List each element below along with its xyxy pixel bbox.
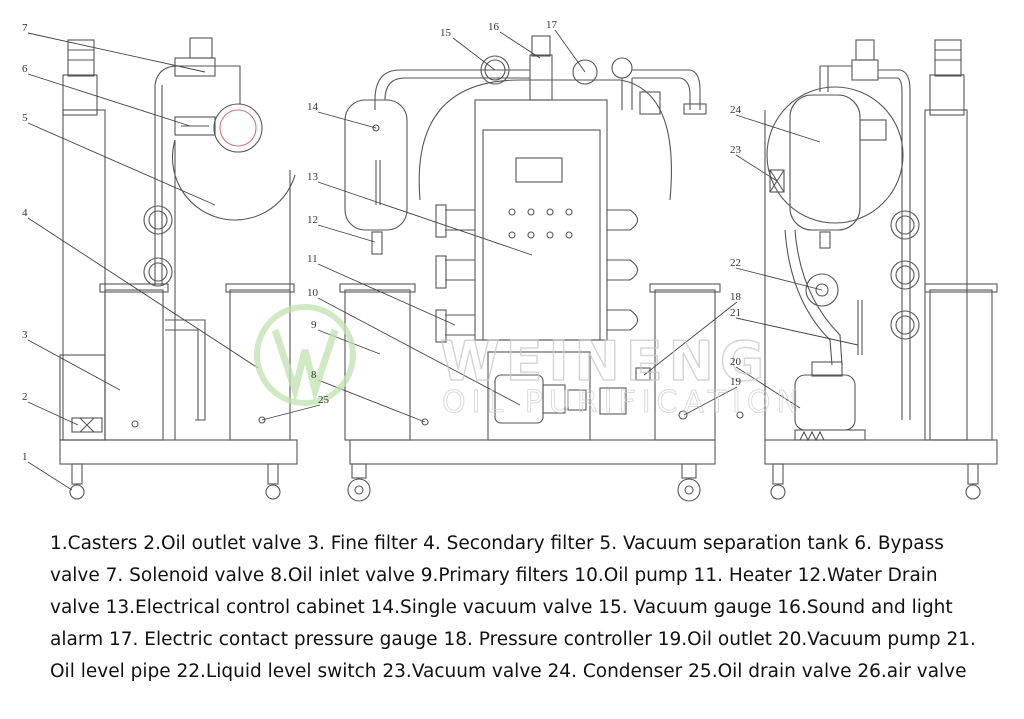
- leader-lines: [27, 29, 859, 491]
- callout-21: 21: [730, 307, 741, 319]
- callout-17: 17: [546, 19, 558, 31]
- right-view: [736, 39, 998, 500]
- callout-18: 18: [730, 291, 742, 303]
- callout-23: 23: [730, 144, 742, 156]
- callout-11: 11: [307, 253, 318, 265]
- callout-22: 22: [730, 257, 741, 269]
- callout-12: 12: [307, 214, 318, 226]
- callout-labels: 1 2 3 4 5 6 7 8 9 10 11 12 13 14 15 16 1…: [22, 19, 742, 463]
- callout-6: 6: [22, 63, 28, 75]
- left-view: [59, 37, 298, 500]
- callout-14: 14: [307, 101, 319, 113]
- callout-4: 4: [22, 207, 28, 219]
- watermark-sub: OIL PURIFICATION: [442, 385, 805, 420]
- callout-7: 7: [22, 22, 28, 34]
- callout-8: 8: [311, 369, 317, 381]
- parts-legend: 1.Casters 2.Oil outlet valve 3. Fine fil…: [50, 533, 976, 682]
- callout-2: 2: [22, 391, 28, 403]
- callout-13: 13: [307, 171, 319, 183]
- machine-diagram: WEINENG OIL PURIFICATION 1 2 3 4 5 6 7 8…: [22, 19, 998, 502]
- callout-16: 16: [488, 21, 500, 33]
- callout-3: 3: [22, 329, 28, 341]
- center-view: [339, 35, 721, 502]
- callout-10: 10: [307, 287, 319, 299]
- callout-19: 19: [730, 376, 742, 388]
- callout-25: 25: [318, 394, 330, 406]
- watermark-brand: WEINENG: [440, 330, 770, 393]
- callout-5: 5: [22, 112, 28, 124]
- watermark: WEINENG OIL PURIFICATION: [254, 304, 805, 421]
- callout-9: 9: [311, 319, 317, 331]
- motor-left: [62, 74, 98, 116]
- callout-15: 15: [440, 27, 452, 39]
- cabinet-buttons: [508, 208, 573, 239]
- callout-24: 24: [730, 104, 742, 116]
- callout-20: 20: [730, 356, 742, 368]
- callout-1: 1: [22, 451, 28, 463]
